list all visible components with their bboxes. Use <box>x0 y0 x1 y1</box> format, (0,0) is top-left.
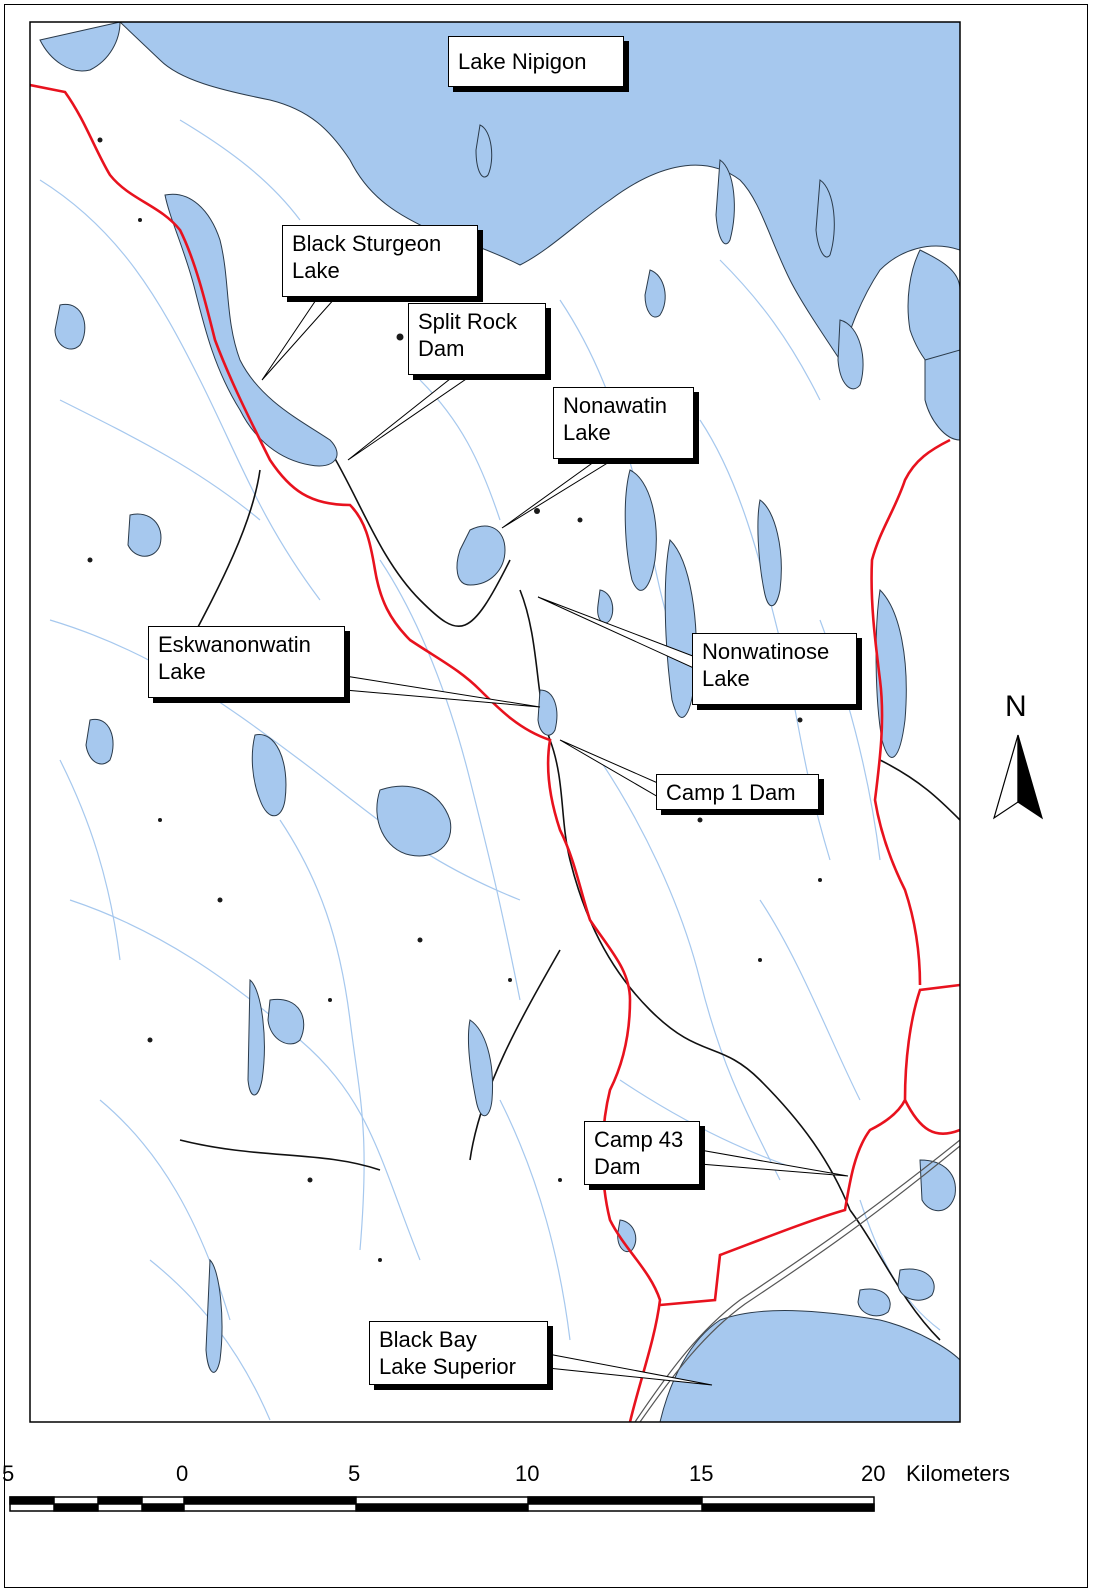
callout-split-rock-dam: Split Rock Dam <box>408 303 546 375</box>
callout-nonwatinose-lake: Nonwatinose Lake <box>692 633 857 705</box>
map-area <box>30 22 960 1422</box>
north-label: N <box>1005 690 1027 723</box>
callout-lake-nipigon: Lake Nipigon <box>448 36 624 87</box>
black-sturgeon-lake-shape <box>164 193 338 467</box>
scale-tick-label: 0 <box>176 1461 189 1486</box>
scale-tick-label: 5 <box>2 1461 15 1486</box>
callout-camp-43-dam: Camp 43 Dam <box>584 1121 700 1185</box>
map-border <box>29 21 961 1423</box>
water-bodies <box>39 22 960 1422</box>
railway <box>634 1139 960 1422</box>
callout-camp-1-dam: Camp 1 Dam <box>656 774 819 810</box>
map-frame <box>4 4 1088 1588</box>
callout-leaders <box>261 296 849 1386</box>
north-arrow-icon <box>992 734 1044 820</box>
scale-unit-label: Kilometers <box>906 1461 1010 1486</box>
nonawatin-lake-shape <box>456 525 506 586</box>
scale-bar <box>9 1496 875 1512</box>
scale-tick-label: 15 <box>689 1461 714 1486</box>
black-bay-shape <box>659 1310 960 1422</box>
scale-tick-label: 20 <box>861 1461 886 1486</box>
scale-tick-label: 5 <box>348 1461 361 1486</box>
scale-tick-label: 10 <box>515 1461 540 1486</box>
callout-black-bay: Black Bay Lake Superior <box>369 1321 548 1385</box>
callout-nonawatin-lake: Nonawatin Lake <box>553 387 694 459</box>
callout-eskwanonwatin-lake: Eskwanonwatin Lake <box>148 626 345 698</box>
callout-black-sturgeon-lake: Black Sturgeon Lake <box>282 225 478 297</box>
